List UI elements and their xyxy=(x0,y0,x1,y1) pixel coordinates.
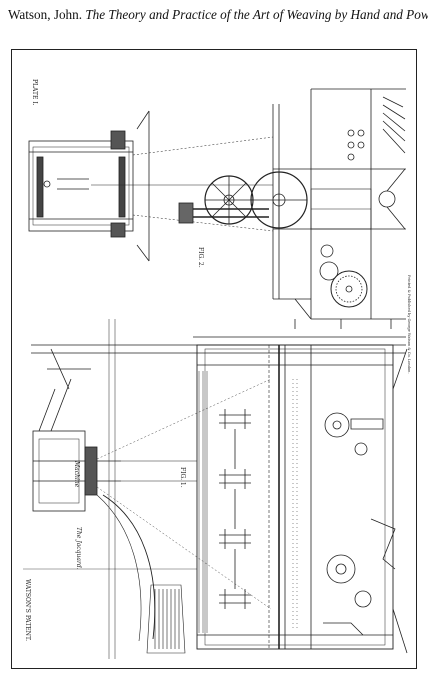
fig1-card-bundle xyxy=(146,584,186,654)
plate-border xyxy=(11,49,417,669)
plate-illustration: PLATE I. FIG. 2. FIG. 1. WATSON'S PATENT… xyxy=(11,49,417,669)
plate-number-label: PLATE I. xyxy=(31,79,38,106)
author-name: Watson, John. xyxy=(8,7,83,22)
machine-label: Machine xyxy=(73,460,80,488)
patent-label: WATSON'S PATENT. xyxy=(24,579,31,641)
engraving-plate: PLATE I. FIG. 2. FIG. 1. WATSON'S PATENT… xyxy=(11,49,417,669)
fig1-loom-frame xyxy=(196,344,394,650)
fig2-drawing xyxy=(28,88,406,329)
fig2-label: FIG. 2. xyxy=(197,247,204,268)
fig2-front-frame xyxy=(28,140,134,232)
fig1-label: FIG. 1. xyxy=(179,467,186,488)
document-header: Watson, John. The Theory and Practice of… xyxy=(8,6,428,24)
jacquard-label: The Jacquard. xyxy=(75,527,82,570)
book-title: The Theory and Practice of the Art of We… xyxy=(85,7,428,22)
printer-credit: Printed & Published by George Watson & C… xyxy=(407,275,411,374)
fig1-drawing xyxy=(23,319,408,659)
